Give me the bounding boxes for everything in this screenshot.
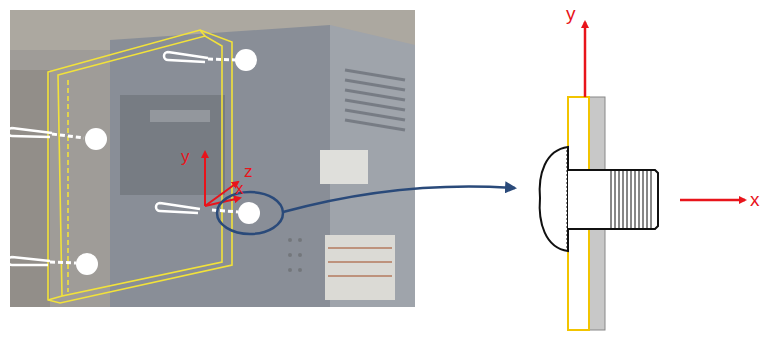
bolt-detail <box>540 22 745 330</box>
bolt-head <box>540 147 568 251</box>
callout-arrow <box>283 186 515 212</box>
photo-ground <box>10 10 415 307</box>
axes <box>205 152 240 206</box>
bolt-head-edge <box>567 150 568 248</box>
x-axis <box>680 199 745 202</box>
callout-ellipse <box>217 192 283 234</box>
bolt-shank <box>568 170 658 229</box>
axis-label: z <box>244 163 253 180</box>
axis-label: x <box>750 190 760 209</box>
cabinet-photo <box>10 10 415 307</box>
axis-label: x <box>235 180 244 197</box>
bolt-threads <box>611 170 651 229</box>
axis-label: y <box>181 148 190 165</box>
y-axis <box>584 22 587 97</box>
panel-outline <box>48 30 232 303</box>
fade <box>10 10 415 307</box>
axis-label: y <box>566 4 576 23</box>
bolts <box>8 49 260 275</box>
